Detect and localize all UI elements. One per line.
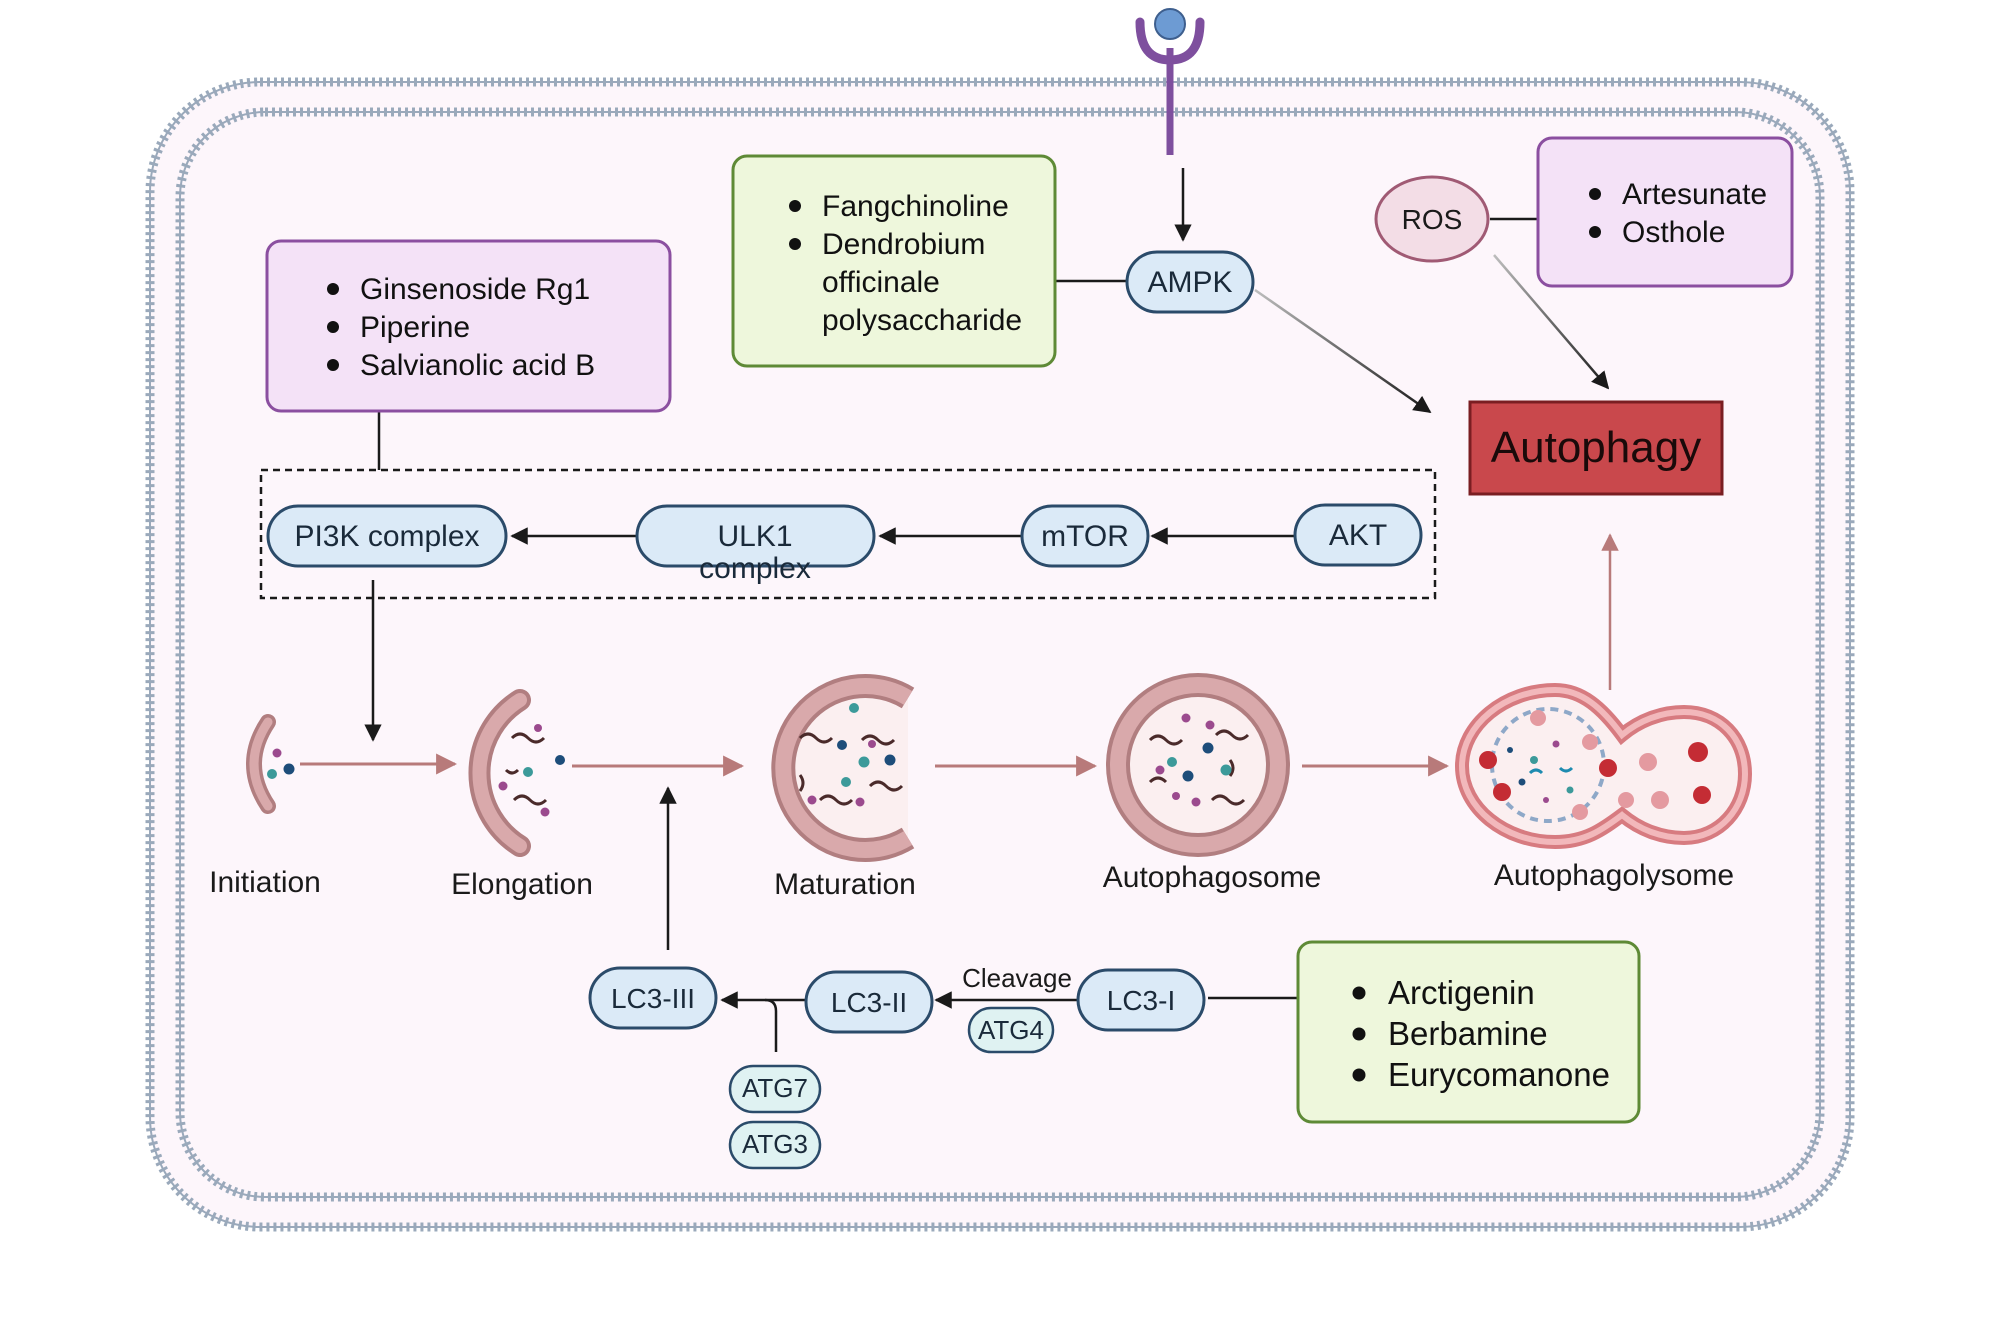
svg-text:mTOR: mTOR [1041, 520, 1129, 553]
svg-text:ATG7: ATG7 [742, 1073, 808, 1103]
drug-dendrobium: Dendrobium [822, 228, 985, 261]
stage-label-maturation: Maturation [774, 868, 916, 901]
svg-text:AMPK: AMPK [1147, 266, 1232, 299]
receptor-icon [1135, 8, 1205, 155]
svg-text:ROS: ROS [1402, 204, 1463, 235]
svg-text:ATG3: ATG3 [742, 1129, 808, 1159]
drug-eurycomanone: Eurycomanone [1388, 1056, 1610, 1093]
connectors [300, 168, 1619, 1052]
drug-arctigenin: Arctigenin [1388, 974, 1535, 1011]
ampk-node: AMPK [1125, 250, 1255, 314]
svg-text:complex: complex [699, 552, 811, 585]
mtor-node: mTOR [1020, 504, 1150, 568]
pi3k-drugs-box: Ginsenoside Rg1 Piperine Salvianolic aci… [265, 239, 672, 413]
autophagolysome-icon [1454, 682, 1753, 850]
drug-osthole: Osthole [1622, 216, 1725, 249]
autophagy-node: Autophagy [1468, 400, 1724, 496]
svg-text:LC3-II: LC3-II [831, 987, 907, 1018]
svg-text:AKT: AKT [1329, 519, 1387, 552]
maturation-vesicle-icon [771, 674, 915, 862]
ampk-drugs-box: Fangchinoline Dendrobium officinale poly… [731, 154, 1057, 368]
svg-text:ATG4: ATG4 [978, 1015, 1044, 1045]
drug-polysaccharide: polysaccharide [822, 304, 1022, 337]
drug-piperine: Piperine [360, 311, 470, 344]
atg7-node: ATG7 [728, 1064, 822, 1114]
ampk-to-autophagy-arrow [1254, 288, 1432, 414]
stage-label-elongation: Elongation [451, 868, 593, 901]
lc3-iii-node: LC3-III [588, 966, 718, 1030]
drug-officinale: officinale [822, 266, 940, 299]
stage-label-initiation: Initiation [209, 866, 321, 899]
atg7-branch-connector [764, 998, 778, 1052]
initiation-phagophore-icon [246, 714, 295, 814]
pi3k-node: PI3K complex [266, 504, 508, 568]
atg4-node: ATG4 [967, 1006, 1055, 1054]
drug-fangchinoline: Fangchinoline [822, 190, 1009, 223]
autophagosome-vesicle-icon [1106, 673, 1290, 857]
signaling-complex-box [259, 468, 1437, 600]
svg-text:PI3K complex: PI3K complex [294, 520, 479, 553]
akt-node: AKT [1293, 503, 1423, 567]
ulk1-node: ULK1 complex [635, 504, 876, 585]
lc3-ii-node: LC3-II [804, 970, 934, 1034]
stage-label-autophagolysome: Autophagolysome [1494, 859, 1734, 892]
cleavage-label: Cleavage [962, 963, 1072, 993]
svg-text:Autophagy: Autophagy [1491, 423, 1701, 472]
lc3-i-node: LC3-I [1076, 968, 1206, 1032]
ros-node: ROS [1374, 175, 1490, 263]
elongation-phagophore-icon [468, 689, 565, 857]
drug-artesunate: Artesunate [1622, 178, 1767, 211]
svg-text:ULK1: ULK1 [717, 520, 792, 553]
ros-drugs-box: Artesunate Osthole [1536, 136, 1794, 288]
drug-berbamine: Berbamine [1388, 1015, 1548, 1052]
lc3-drugs-box: Arctigenin Berbamine Eurycomanone [1296, 940, 1641, 1124]
ros-to-autophagy-arrow [1493, 254, 1610, 390]
stage-label-autophagosome: Autophagosome [1103, 861, 1322, 894]
svg-text:LC3-I: LC3-I [1107, 985, 1175, 1016]
drug-salvianolic-acid-b: Salvianolic acid B [360, 349, 595, 382]
svg-text:LC3-III: LC3-III [611, 983, 695, 1014]
drug-ginsenoside-rg1: Ginsenoside Rg1 [360, 273, 590, 306]
atg3-node: ATG3 [728, 1120, 822, 1170]
